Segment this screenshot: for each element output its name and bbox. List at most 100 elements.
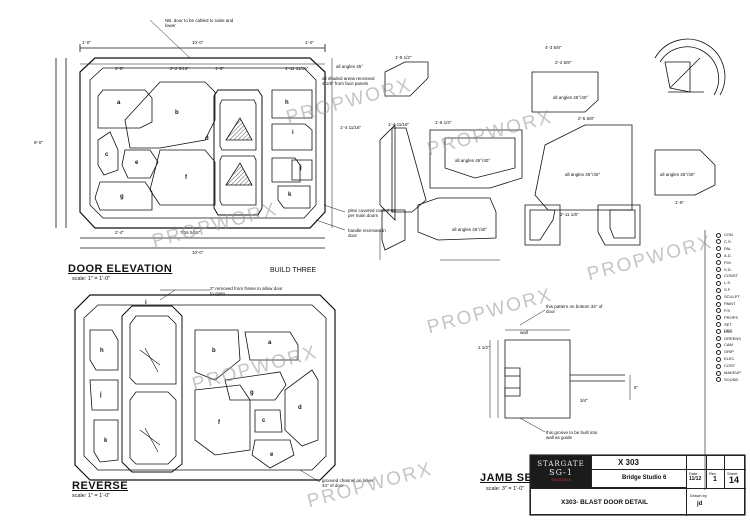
rev-cell: Rev 1 [706, 456, 724, 488]
elevation-title: DOOR ELEVATION [68, 263, 173, 275]
legend-checkbox [716, 294, 721, 300]
legend-label: C.S. [724, 238, 732, 244]
dim-detail-3: 1'-8 1/2" [395, 55, 412, 60]
logo-line-1: STARGATE [537, 460, 585, 468]
set-row: X 303 [591, 456, 746, 470]
legend-label: P.M. [724, 259, 732, 265]
jamb-section [489, 309, 631, 433]
sheet-label: Sheet [727, 471, 738, 476]
legend-label: LOC [724, 328, 733, 334]
date-value: 11/12 [689, 476, 702, 482]
legend-checkbox [716, 253, 721, 259]
dim-seg-d: 1'-11 11/16" [285, 66, 309, 71]
legend-checkbox [716, 336, 721, 341]
legend-checkbox [716, 273, 721, 279]
elevation-scale: scale: 1" = 1'-0" [72, 276, 111, 282]
panel-letter: g [250, 390, 254, 396]
build-label: BUILD THREE [270, 267, 317, 274]
dim-bottom-b: 7/16 5/16" [180, 230, 201, 235]
legend-checkbox [716, 356, 721, 362]
note-plexi: plexi covered control as per main doors [348, 208, 396, 218]
reverse-scale: scale: 1" = 1'-0" [72, 493, 111, 499]
panel-letter: h [100, 348, 104, 354]
legend-label: S.F. [724, 287, 731, 293]
dim-jamb-1: 1 1/2" [478, 345, 490, 350]
legend-checkbox [716, 329, 721, 335]
dim-overall-height: 8'-0" [34, 140, 43, 145]
panel-letter: a [117, 100, 121, 106]
legend-checkbox [716, 322, 721, 328]
date-label: Date [689, 471, 698, 476]
legend-checkbox [716, 260, 721, 266]
panel-letter: k [104, 438, 108, 444]
legend-checkbox [716, 280, 721, 286]
dim-right-width: 1'-0" [305, 40, 314, 45]
legend-label: PAL [724, 245, 732, 251]
note-grooved-channel: grooved channel on lower 34" of door [322, 478, 374, 488]
dim-seg-c: 1'-6" [215, 66, 224, 71]
panel-letter: f [218, 420, 220, 426]
dim-seg-a: 2'-6" [115, 66, 124, 71]
legend-label: ELEC [724, 356, 735, 362]
panel-letter: a [268, 340, 272, 346]
dim-bottom-a: 2'-4" [115, 230, 124, 235]
dim-left-width: 1'-0" [82, 40, 91, 45]
note-all-angles-6: all angles 45°/40° [452, 227, 488, 232]
legend-checkbox [716, 239, 721, 245]
dim-bottom-total: 10'-0" [192, 250, 204, 255]
door-reverse [74, 289, 336, 483]
logo-line-2: SG-1 [549, 468, 573, 477]
legend-checkbox [716, 308, 721, 314]
legend-label: SOUND [724, 376, 739, 382]
dim-detail-4: 2'-5 5/8" [578, 116, 595, 121]
logo-line-3: SEASON 6 [550, 477, 571, 482]
note-wall: wall [520, 330, 528, 335]
legend-checkbox [716, 315, 721, 321]
note-handle: handle recessed in door [348, 228, 386, 238]
note-all-angles-3: all angles 45°/40° [455, 158, 491, 163]
legend-label: CON [724, 232, 733, 237]
dim-detail-6: 1'-4 11/16" [388, 122, 410, 127]
sheet-cell: Sheet 14 [724, 456, 746, 488]
dim-jamb-3: 6" [634, 385, 639, 390]
legend-label: A.D. [724, 252, 732, 258]
panel-letter: i [292, 130, 294, 136]
legend-checkbox [716, 267, 721, 272]
legend-checkbox [716, 363, 721, 369]
legend-label: SET DEC [724, 321, 733, 333]
panel-letter: c [262, 418, 266, 424]
legend-label: SCULPT [724, 294, 740, 300]
rev-label: Rev [709, 471, 717, 476]
title-block: STARGATE SG-1 SEASON 6 X 303 Bridge Stud… [530, 455, 746, 516]
legend-checkbox [716, 287, 721, 293]
note-door-cabled: NB. door to be cabled to raise and lower [165, 18, 234, 28]
location: Bridge Studio 6 [622, 475, 667, 481]
drawing-title-row: X303- BLAST DOOR DETAIL [531, 488, 686, 516]
legend-checkbox [716, 232, 721, 238]
legend-label: CAM [724, 342, 733, 348]
reverse-title: REVERSE [72, 480, 129, 492]
panel-details [379, 38, 726, 261]
note-all-angles-4: all angles 45°/40° [565, 172, 601, 177]
panel-letter: k [288, 192, 292, 198]
panel-letter: d [298, 405, 302, 411]
dim-seg-e: 1'-4 11/16" [340, 125, 362, 130]
dim-seg-b: 2'-2 5/16" [170, 66, 189, 71]
panel-letter: j [100, 392, 102, 398]
set-label: X 303 [618, 458, 639, 467]
door-elevation [55, 19, 346, 249]
legend-label: CONST [724, 273, 738, 279]
panel-letter: c [105, 152, 109, 158]
legend-label: F/X [724, 307, 731, 313]
legend-checkbox [716, 370, 721, 376]
panel-letter: f [185, 175, 187, 181]
legend-label: GREENS [724, 335, 741, 341]
legend-checkbox [716, 301, 721, 307]
dim-detail-7: 2'-11 1/8" [560, 212, 579, 217]
note-all-angles-5: all angles 45°/40° [660, 172, 696, 177]
panel-letter: e [270, 452, 274, 458]
note-shaded-areas: all shaded areas recessed 4 1/8" from fa… [322, 76, 375, 86]
panel-letter: g [120, 194, 124, 200]
legend-label: S.D. [724, 266, 732, 272]
